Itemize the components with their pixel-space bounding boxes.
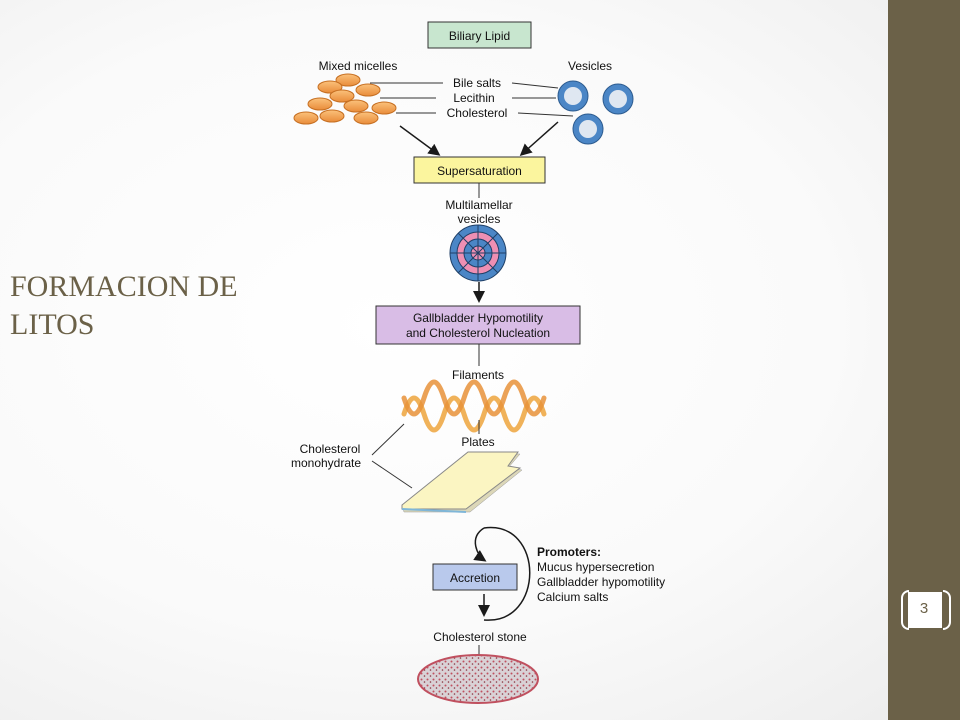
cholesterol-plate <box>401 451 523 513</box>
accretion-loop <box>473 527 531 621</box>
mixed-micelles-label: Mixed micelles <box>319 59 398 73</box>
promoters-title: Promoters: <box>537 545 601 559</box>
bile-salts-label: Bile salts <box>453 76 501 90</box>
monohydrate-label-1: Cholesterol <box>300 442 361 456</box>
promoter-item-2: Gallbladder hypomotility <box>537 575 665 589</box>
accretion-label: Accretion <box>450 571 500 585</box>
biliary-lipid-label: Biliary Lipid <box>449 29 510 43</box>
cholesterol-stone <box>417 654 539 704</box>
lecithin-label: Lecithin <box>453 91 494 105</box>
page-bracket-left <box>901 590 909 630</box>
multilamellar-label-1: Multilamellar <box>445 198 512 212</box>
filament-helix <box>401 379 547 433</box>
plates-label: Plates <box>461 435 494 449</box>
bile-components <box>370 82 574 117</box>
multilamellar-label-2: vesicles <box>458 212 501 226</box>
supersaturation-label: Supersaturation <box>437 164 522 178</box>
vesicles-cluster <box>557 80 634 145</box>
title-line-2: LITOS <box>10 308 95 341</box>
monohydrate-pointer-lines <box>371 423 413 489</box>
promoters-list: Promoters: Mucus hypersecretion Gallblad… <box>537 545 665 604</box>
vesicles-label: Vesicles <box>568 59 612 73</box>
cholesterol-label: Cholesterol <box>447 106 508 120</box>
page-number-box <box>908 592 942 628</box>
gallstone-formation-diagram: Biliary Lipid Mixed micelles Vesicles <box>291 21 665 704</box>
hypomotility-label-1: Gallbladder Hypomotility <box>413 311 543 325</box>
multilamellar-vesicle <box>449 224 507 282</box>
cholesterol-stone-label: Cholesterol stone <box>433 630 527 644</box>
hypomotility-label-2: and Cholesterol Nucleation <box>406 326 550 340</box>
title-line-1: FORMACION DE <box>10 270 238 303</box>
hypomotility-box: Gallbladder Hypomotility and Cholesterol… <box>375 305 581 345</box>
slide-title: FORMACION DE LITOS <box>10 268 270 344</box>
monohydrate-label-2: monohydrate <box>291 456 361 470</box>
promoter-item-3: Calcium salts <box>537 590 608 604</box>
mixed-micelles-cluster <box>293 73 397 125</box>
arrow-micelles <box>399 125 441 156</box>
filaments-label: Filaments <box>452 368 504 382</box>
promoter-item-1: Mucus hypersecretion <box>537 560 654 574</box>
supersaturation-box: Supersaturation <box>413 156 546 184</box>
arrow-vesicles <box>519 121 559 156</box>
accretion-box: Accretion <box>432 563 518 591</box>
page-bracket-right <box>943 590 951 630</box>
biliary-lipid-box: Biliary Lipid <box>427 21 532 49</box>
page-number: 3 <box>919 600 929 617</box>
